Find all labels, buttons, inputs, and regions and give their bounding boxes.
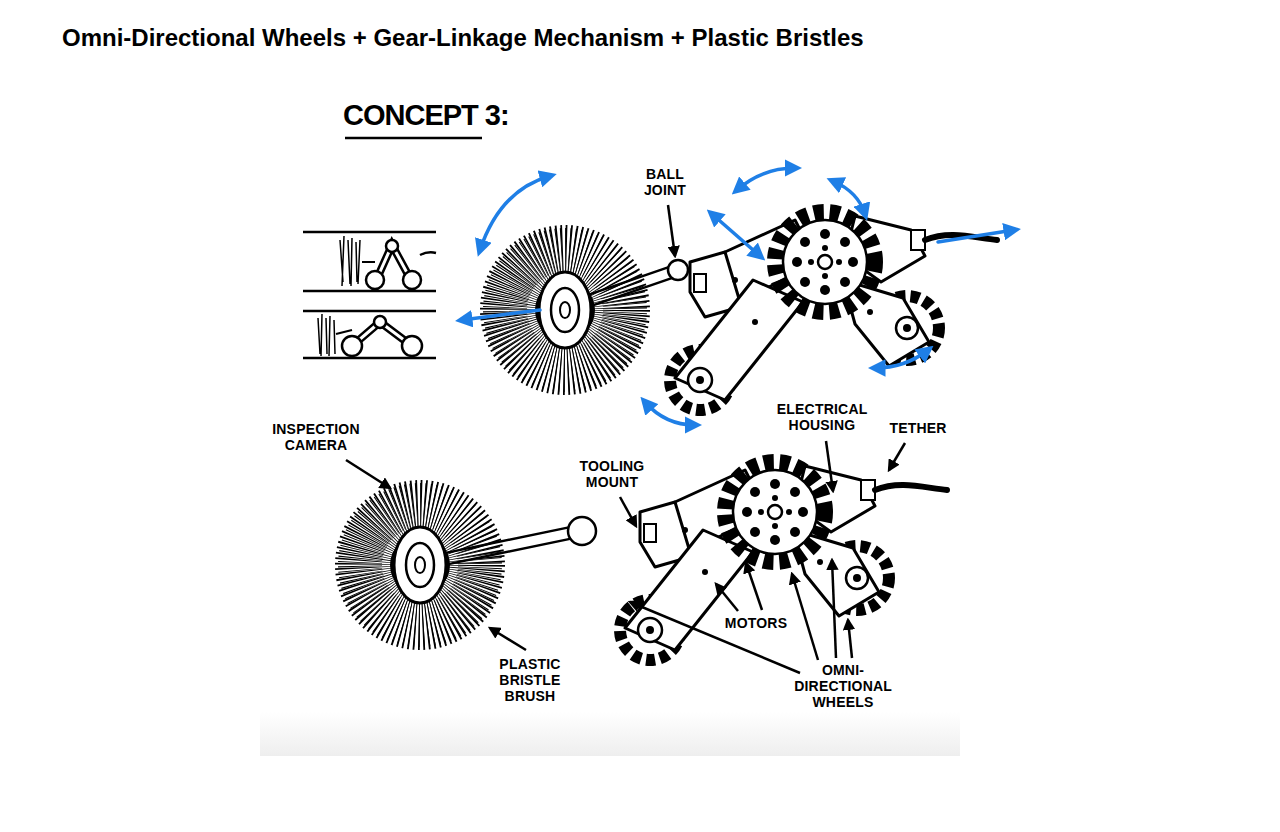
plastic-brush-upper <box>505 250 625 370</box>
concept-heading: CONCEPT 3: <box>343 99 509 132</box>
part-label: MOTORS <box>725 615 787 631</box>
motion-arrows <box>462 168 1014 425</box>
pipe-inset-upper <box>303 232 436 291</box>
part-label: INSPECTION CAMERA <box>272 421 360 453</box>
robot-lower <box>620 462 947 660</box>
title-underline <box>345 137 482 140</box>
part-label: ELECTRICAL HOUSING <box>777 401 867 433</box>
part-label: TOOLING MOUNT <box>580 458 645 490</box>
pipe-inset-lower <box>303 311 436 358</box>
page-title: Omni-Directional Wheels + Gear-Linkage M… <box>62 24 864 52</box>
part-label: OMNI-DIRECTIONAL WHEELS <box>794 662 892 710</box>
part-label: PLASTIC BRISTLE BRUSH <box>499 656 560 704</box>
part-label: TETHER <box>889 420 946 436</box>
part-label: BALL JOINT <box>644 166 686 198</box>
plastic-brush-lower <box>360 505 480 625</box>
ground-shadow <box>260 712 960 756</box>
leader-lines <box>346 205 905 673</box>
